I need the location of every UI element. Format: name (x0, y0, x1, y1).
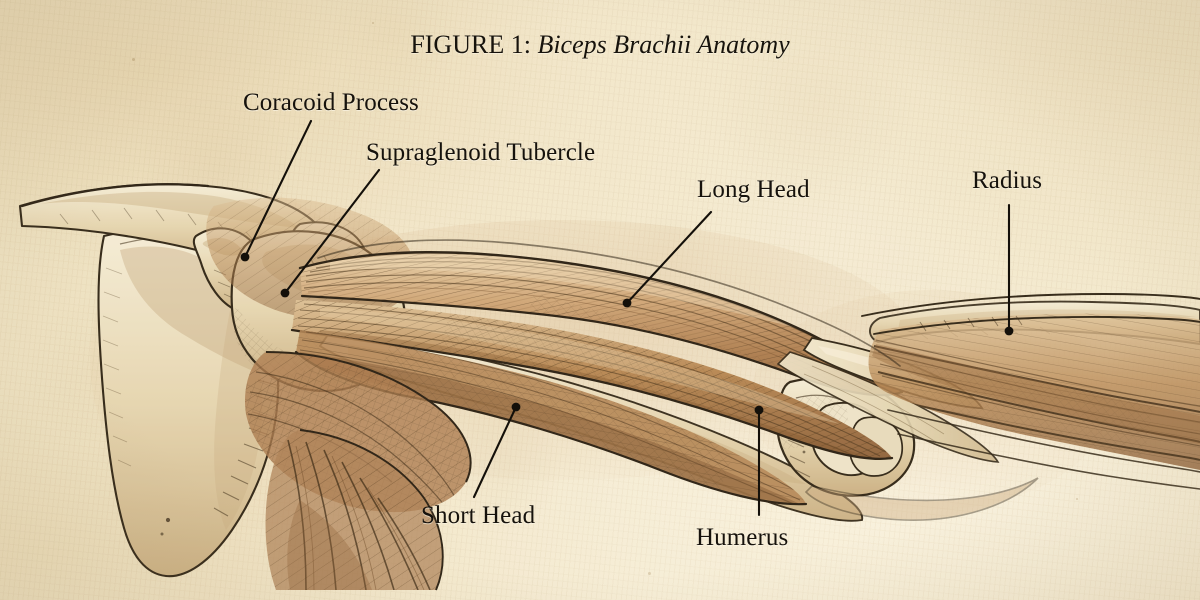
leader-dot-short-head (511, 402, 521, 412)
label-coracoid-process: Coracoid Process (243, 89, 419, 116)
paper-speck (372, 22, 374, 24)
label-radius: Radius (972, 167, 1043, 194)
leader-line-supraglenoid-tubercle (283, 168, 381, 295)
leader-dot-coracoid-process (240, 252, 250, 262)
leader-line-long-head (625, 210, 713, 305)
leader-line-coracoid-process (243, 119, 313, 259)
leader-dot-humerus (754, 405, 764, 415)
label-short-head: Short Head (421, 502, 536, 529)
limb-contour (20, 183, 901, 367)
figure-title-prefix: FIGURE 1: (410, 30, 531, 59)
label-long-head: Long Head (697, 176, 810, 203)
paper-speck (1076, 498, 1078, 500)
figure-title: FIGURE 1: Biceps Brachii Anatomy (0, 30, 1200, 60)
leader-dot-long-head (622, 298, 632, 308)
forearm-flexors (861, 293, 1200, 490)
label-supraglenoid-tubercle: Supraglenoid Tubercle (366, 139, 596, 166)
label-humerus: Humerus (696, 524, 789, 551)
paper-speck (648, 572, 651, 575)
leader-line-short-head (472, 405, 518, 499)
figure-title-subject: Biceps Brachii Anatomy (537, 30, 790, 59)
leader-dot-radius (1004, 326, 1014, 336)
paper-speck (132, 58, 135, 61)
leader-dot-supraglenoid-tubercle (280, 288, 290, 298)
